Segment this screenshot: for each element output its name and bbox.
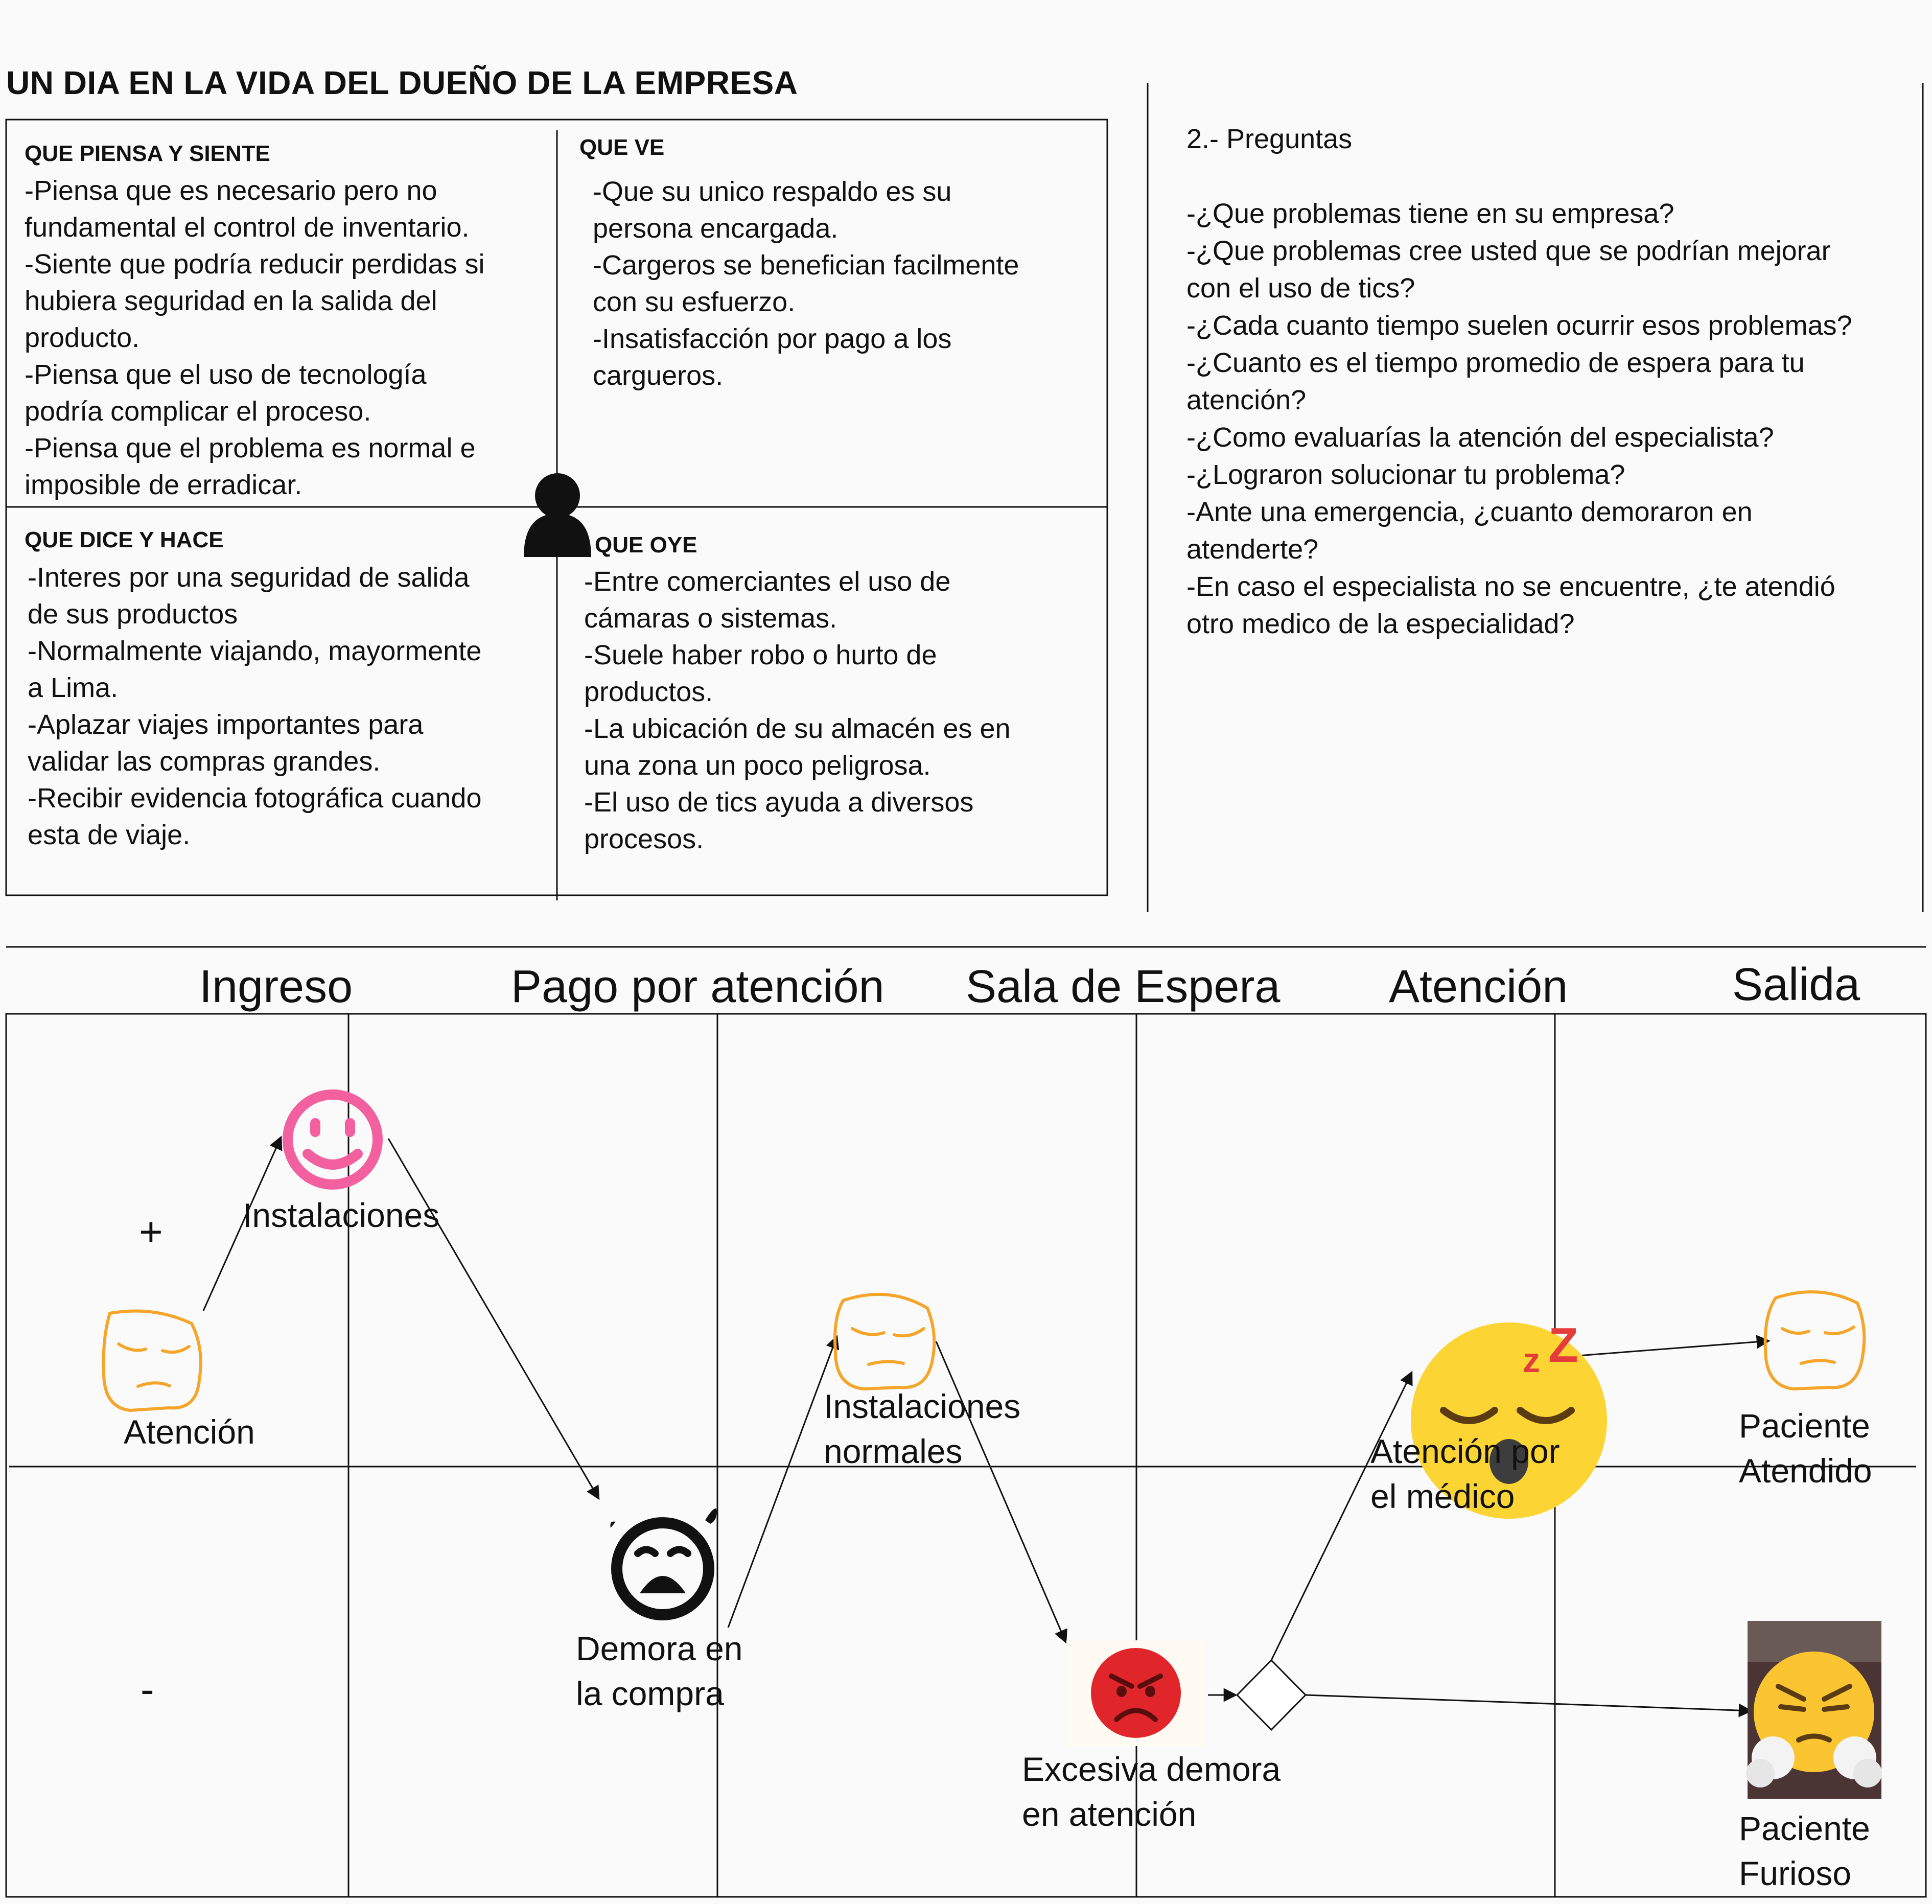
svg-text:Z: Z: [1548, 1318, 1578, 1373]
stage-atencion: Atención: [1389, 961, 1568, 1012]
question-line: -¿Como evaluarías la atención del especi…: [1186, 422, 1774, 453]
question-line: -¿Que problemas tiene en su empresa?: [1186, 198, 1674, 229]
says-does-text: -Interes por una seguridad de salida de …: [28, 562, 482, 850]
point-label-demora-compra: Demora en la compra: [576, 1630, 743, 1712]
question-line: con el uso de tics?: [1186, 273, 1415, 304]
negative-sign: -: [141, 1666, 154, 1712]
sees-label: QUE VE: [579, 135, 665, 160]
point-label-paciente-furioso: Paciente Furioso: [1739, 1809, 1870, 1892]
page-title: UN DIA EN LA VIDA DEL DUEÑO DE LA EMPRES…: [6, 64, 798, 101]
furious-face-icon: [1746, 1621, 1882, 1799]
says-does-label: QUE DICE Y HACE: [25, 527, 224, 552]
question-line: atenderte?: [1186, 534, 1319, 565]
decision-diamond-icon: [1236, 1659, 1307, 1731]
angry-face-icon: [1066, 1640, 1206, 1746]
thinks-feels-text: -Piensa que es necesario pero no fundame…: [25, 175, 485, 500]
stage-ingreso: Ingreso: [199, 961, 353, 1012]
point-label-atencion: Atención: [124, 1413, 255, 1451]
questions-panel: 2.- Preguntas -¿Que problemas tiene en s…: [1186, 121, 1852, 643]
arrow-8: [1305, 1694, 1753, 1717]
sleeping-face-icon: z Z: [1411, 1318, 1607, 1519]
zz-icon: z: [1523, 1341, 1540, 1380]
question-line: -¿Cada cuanto tiempo suelen ocurrir esos…: [1186, 310, 1852, 341]
hears-label: QUE OYE: [595, 532, 697, 558]
thinks-feels-label: QUE PIENSA Y SIENTE: [25, 141, 270, 166]
stage-sala-espera: Sala de Espera: [966, 961, 1281, 1012]
question-line: -¿Lograron solucionar tu problema?: [1186, 459, 1625, 490]
arrow-1: [202, 1135, 283, 1311]
point-label-paciente-atendido: Paciente Atendido: [1739, 1407, 1872, 1490]
arrow-6: [1270, 1371, 1413, 1661]
arrow-4: [935, 1341, 1067, 1644]
point-label-instalaciones-normales: Instalaciones normales: [824, 1387, 1021, 1470]
stage-salida: Salida: [1732, 959, 1860, 1010]
journey-arrows: [202, 1135, 1771, 1717]
person-icon: [524, 473, 591, 557]
point-label-atencion-medico: Atención por el médico: [1370, 1432, 1560, 1515]
question-line: otro medico de la especialidad?: [1186, 609, 1575, 639]
question-line: atención?: [1186, 385, 1307, 415]
crying-face-icon: [610, 1508, 717, 1620]
question-line: -Ante una emergencia, ¿cuanto demoraron …: [1186, 497, 1753, 527]
smiley-icon: [283, 1089, 383, 1190]
neutral-face-icon: [1763, 1290, 1866, 1391]
questions-heading: 2.- Preguntas: [1186, 124, 1353, 154]
question-line: -¿Cuanto es el tiempo promedio de espera…: [1186, 347, 1805, 378]
neutral-face-icon: [833, 1293, 936, 1391]
question-line: -¿Que problemas cree usted que se podría…: [1186, 236, 1831, 266]
positive-sign: +: [139, 1209, 163, 1255]
arrow-2: [387, 1138, 600, 1500]
point-label-instalaciones: Instalaciones: [243, 1196, 440, 1234]
sees-text: -Que su unico respaldo es su persona enc…: [593, 176, 1019, 391]
neutral-face-icon: [102, 1309, 202, 1412]
question-line: -En caso el especialista no se encuentre…: [1186, 571, 1835, 602]
hears-text: -Entre comerciantes el uso de cámaras o …: [584, 566, 1011, 854]
point-label-excesiva-demora: Excesiva demora en atención: [1022, 1750, 1281, 1833]
arrow-3: [727, 1335, 840, 1628]
stage-pago: Pago por atención: [511, 961, 884, 1012]
